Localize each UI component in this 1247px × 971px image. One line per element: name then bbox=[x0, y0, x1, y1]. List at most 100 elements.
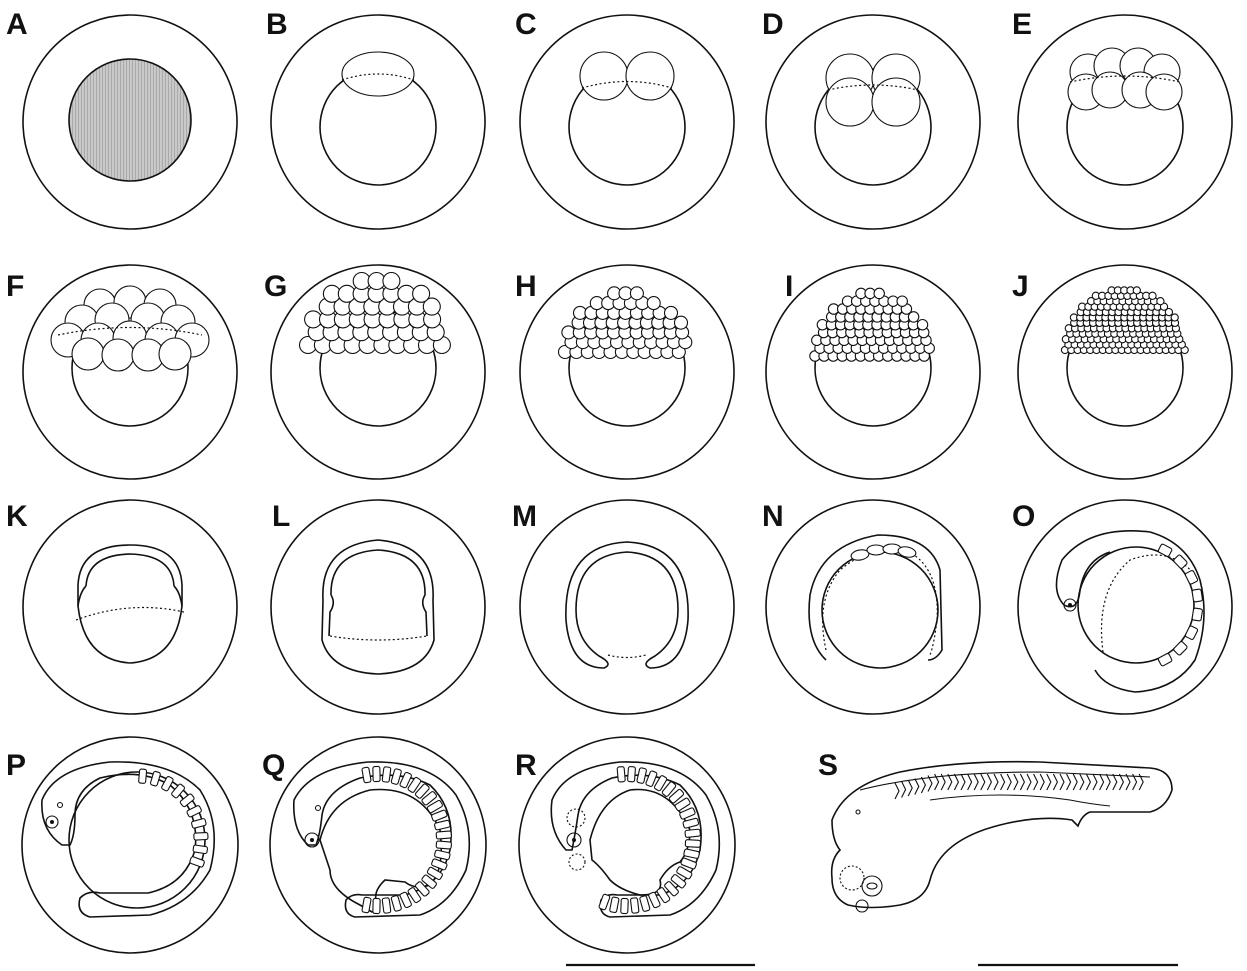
panel-label-q: Q bbox=[262, 749, 285, 782]
blastomere bbox=[626, 52, 674, 100]
panel-label-m: M bbox=[512, 500, 537, 533]
chorion-outline bbox=[766, 500, 980, 714]
chorion-outline bbox=[1018, 15, 1232, 229]
germ-ring bbox=[329, 595, 333, 636]
somite bbox=[382, 767, 391, 783]
eye-cup bbox=[840, 866, 864, 890]
panel-label-f: F bbox=[6, 270, 24, 303]
somites bbox=[599, 766, 701, 913]
somite bbox=[902, 782, 906, 798]
somite bbox=[1027, 774, 1031, 790]
panel-l: L bbox=[271, 500, 485, 714]
blastomere bbox=[874, 288, 884, 298]
blastomere-cluster bbox=[1068, 48, 1182, 110]
somite bbox=[1093, 774, 1097, 790]
somite bbox=[1020, 774, 1024, 790]
blastomere bbox=[413, 285, 430, 302]
lens bbox=[1068, 603, 1072, 607]
panel-q: Q bbox=[262, 737, 486, 953]
panel-label-p: P bbox=[6, 749, 26, 782]
somite bbox=[908, 780, 912, 796]
chorion-outline bbox=[1018, 500, 1232, 714]
somite bbox=[961, 774, 965, 790]
somite bbox=[627, 766, 635, 781]
germ-ring bbox=[174, 586, 182, 606]
yolk-outline bbox=[69, 772, 205, 908]
somite bbox=[161, 776, 174, 792]
lens bbox=[867, 883, 877, 889]
somite bbox=[1073, 774, 1077, 790]
somite bbox=[1119, 774, 1123, 790]
somite bbox=[1185, 625, 1198, 640]
panel-label-a: A bbox=[6, 8, 28, 41]
embryo-inner bbox=[823, 549, 938, 655]
blastomere bbox=[383, 273, 400, 290]
panel-label-s: S bbox=[818, 749, 838, 782]
hatchling-body bbox=[832, 762, 1172, 908]
germ-ring bbox=[78, 586, 86, 606]
gut-line bbox=[930, 795, 1110, 806]
panel-g: G bbox=[264, 265, 485, 479]
panel-p: P bbox=[6, 737, 238, 953]
panel-c: C bbox=[515, 8, 734, 229]
chorion-outline bbox=[23, 500, 237, 714]
otic-vesicle bbox=[58, 803, 63, 808]
somite bbox=[987, 774, 991, 790]
somite bbox=[1014, 774, 1018, 790]
chorion-outline bbox=[271, 500, 485, 714]
panel-label-r: R bbox=[515, 749, 537, 782]
somite bbox=[373, 898, 380, 913]
somite bbox=[948, 774, 952, 790]
somite bbox=[1047, 774, 1051, 790]
blastomere bbox=[665, 306, 678, 319]
blastomere-cluster bbox=[810, 288, 935, 361]
somite bbox=[171, 783, 185, 798]
panel-j: J bbox=[1012, 265, 1232, 479]
panel-a: A bbox=[6, 8, 237, 229]
yolk-outline bbox=[822, 552, 938, 668]
panel-label-h: H bbox=[515, 270, 537, 303]
somite bbox=[436, 831, 451, 839]
panel-e: E bbox=[1012, 8, 1232, 229]
panel-s: S bbox=[818, 749, 1172, 912]
somite bbox=[391, 895, 402, 911]
blastomere bbox=[826, 78, 874, 126]
panel-label-l: L bbox=[272, 500, 290, 533]
blastopore bbox=[608, 655, 646, 658]
somites bbox=[362, 766, 452, 913]
lens bbox=[50, 820, 54, 824]
somite bbox=[968, 774, 972, 790]
chorion-outline bbox=[520, 15, 734, 229]
somite bbox=[193, 845, 208, 854]
somite bbox=[1158, 653, 1173, 667]
eye bbox=[862, 876, 882, 896]
somite bbox=[180, 793, 195, 807]
panel-m: M bbox=[512, 500, 734, 714]
somite bbox=[434, 850, 450, 860]
somite bbox=[954, 774, 958, 790]
panel-label-c: C bbox=[515, 8, 537, 41]
somite bbox=[637, 768, 647, 784]
blastoderm-margin bbox=[330, 636, 427, 640]
lens bbox=[310, 838, 314, 842]
yolk-outline bbox=[78, 545, 182, 663]
somite bbox=[373, 766, 380, 781]
somite bbox=[194, 832, 208, 840]
somite bbox=[1100, 774, 1104, 790]
blastomere bbox=[1133, 287, 1140, 294]
otic-vesicle bbox=[316, 806, 321, 811]
somite bbox=[1067, 774, 1071, 790]
somite bbox=[139, 769, 147, 784]
blastomere bbox=[1171, 314, 1178, 321]
somite bbox=[391, 768, 402, 784]
somite bbox=[1106, 774, 1110, 790]
lens bbox=[572, 838, 576, 842]
somite bbox=[1080, 774, 1084, 790]
panel-label-k: K bbox=[6, 500, 28, 533]
otic-vesicle bbox=[569, 854, 585, 870]
panel-n: N bbox=[762, 500, 980, 714]
somite bbox=[981, 774, 985, 790]
blastomere bbox=[580, 52, 628, 100]
somite bbox=[1192, 589, 1203, 602]
